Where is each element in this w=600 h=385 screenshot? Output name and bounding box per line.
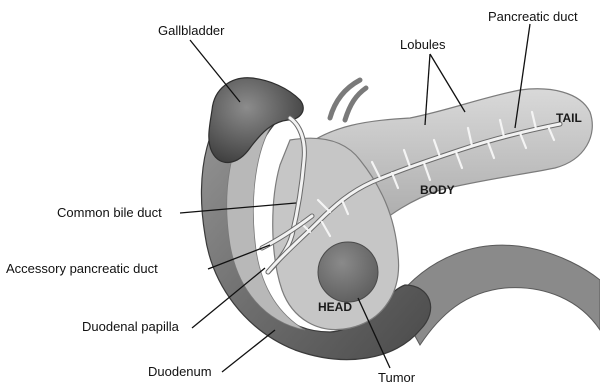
- label-tail: TAIL: [556, 111, 582, 125]
- tumor-shape: [318, 242, 378, 302]
- label-body: BODY: [420, 183, 455, 197]
- label-pancreatic-duct: Pancreatic duct: [488, 9, 578, 24]
- label-head: HEAD: [318, 300, 352, 314]
- label-lobules: Lobules: [400, 37, 446, 52]
- label-duodenal-papilla: Duodenal papilla: [82, 319, 180, 334]
- blood-vessel-shape: [330, 80, 366, 120]
- label-common-bile-duct: Common bile duct: [57, 205, 162, 220]
- duodenum-leader: [222, 330, 275, 372]
- label-duodenum: Duodenum: [148, 364, 212, 379]
- label-tumor: Tumor: [378, 370, 416, 385]
- label-gallbladder: Gallbladder: [158, 23, 225, 38]
- label-accessory-pancreatic-duct: Accessory pancreatic duct: [6, 261, 158, 276]
- gallbladder-leader: [190, 40, 240, 102]
- lobules-leader-right: [430, 54, 465, 112]
